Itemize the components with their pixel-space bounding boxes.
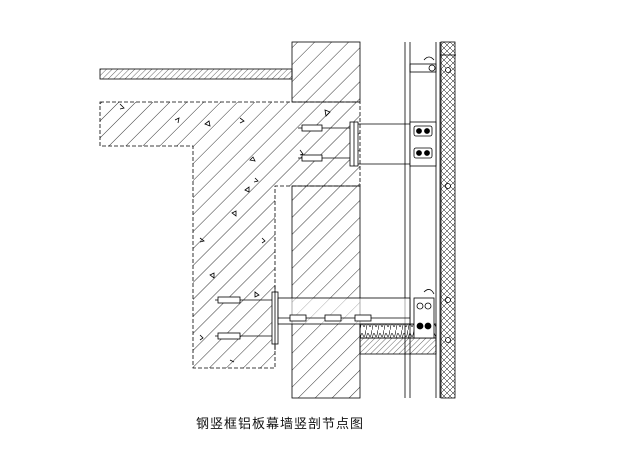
- drawing-caption: 钢竖框铝板幕墙竖剖节点图: [195, 417, 364, 432]
- lower-steel-bracket: [277, 297, 411, 325]
- panel-fasteners: [445, 67, 451, 343]
- concrete-beam: [99, 101, 361, 369]
- lower-mullion-joint: [413, 289, 435, 339]
- upper-floor-slab: [99, 68, 293, 80]
- lower-wall-column: [291, 185, 361, 399]
- upper-anchor-bolts: [298, 121, 359, 167]
- upper-steel-bracket: [358, 121, 437, 167]
- upper-wall-column: [291, 41, 361, 103]
- aggregate-marks: [119, 103, 331, 363]
- top-cap-bracket: [409, 54, 456, 73]
- aluminum-panel: [440, 41, 456, 399]
